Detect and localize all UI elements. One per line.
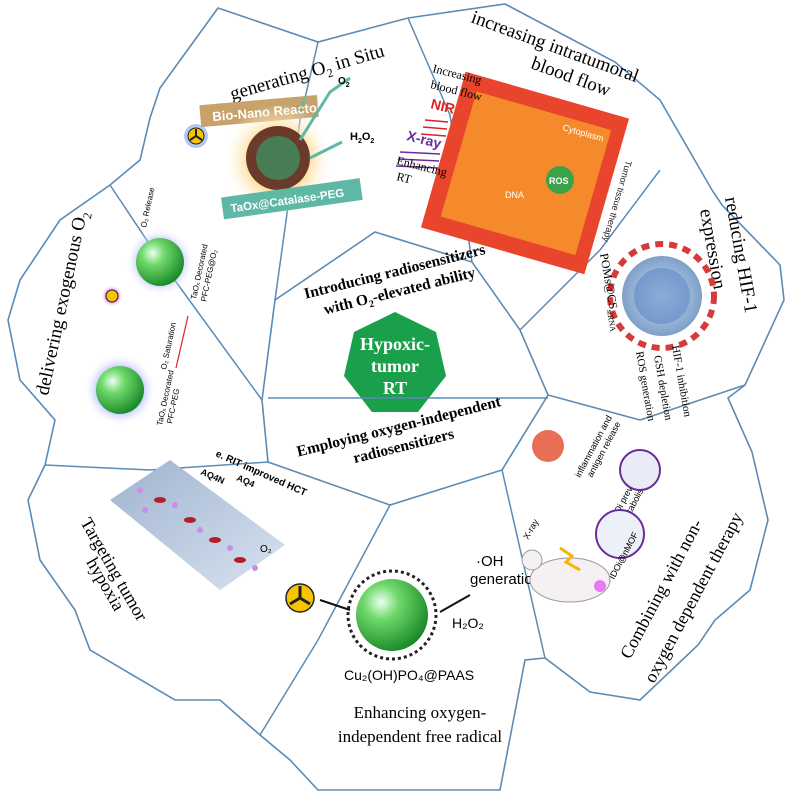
pom-core — [634, 268, 690, 324]
hif-sirna-ring — [607, 241, 717, 351]
oh-label-2: generation — [470, 571, 541, 588]
ros-label: ROS — [549, 176, 569, 186]
center-hexagon — [344, 312, 446, 412]
outer-petal-outline — [7, 3, 785, 791]
free-radical-h2o2: H₂O₂ — [452, 615, 484, 631]
hex-line3: RT — [383, 378, 407, 398]
o2-saturation-label: O₂ Saturation — [159, 322, 178, 371]
hex-line2: tumor — [371, 356, 419, 376]
section-blood-flow: increasing intratumoral blood flow ROS C… — [395, 7, 642, 275]
section-targeting-hypoxia: Targeting tumor hypoxia e. RIT improved … — [77, 449, 309, 625]
section-o2-in-situ: generating O2 in Situ Bio-Nano Reactors … — [184, 41, 387, 220]
saturation-arrow — [175, 315, 189, 369]
taox-catalase-tag — [220, 178, 363, 220]
enhancing-rt-label-2: RT — [395, 169, 413, 186]
xray-label: X-ray — [405, 127, 443, 151]
drug-particles — [137, 487, 258, 571]
aq4n-label: AQ4N — [199, 467, 226, 486]
nir-rays — [420, 119, 449, 137]
xray-rays — [395, 151, 441, 169]
mouse-head — [521, 549, 543, 571]
tumor-cell-inner — [440, 91, 612, 256]
section-combining: Combining with non- oxygen dependent the… — [521, 414, 747, 686]
blood-vessel — [110, 460, 285, 590]
nmof-zoom-circle — [595, 509, 645, 559]
hex-line1: Hypoxic- — [360, 334, 430, 354]
inflammation-burst — [532, 430, 564, 462]
section-exogenous-o2: delivering exogenous O2 O₂ Release TaOₓ … — [32, 186, 219, 426]
np2-ball — [96, 366, 144, 414]
hif1-title-line1: reducing HIF-1 — [720, 195, 761, 315]
np1-radiation-icon — [105, 289, 119, 303]
exogenous-title: delivering exogenous O2 — [32, 209, 94, 397]
combining-xray-label: X-ray — [521, 517, 541, 541]
section-free-radical: Enhancing oxygen- independent free radic… — [285, 553, 541, 746]
xray-bolt — [559, 546, 581, 572]
targeting-o2-label: O₂ — [260, 544, 272, 555]
cu-particle-label: Cu₂(OH)PO₄@PAAS — [344, 667, 474, 683]
radiation-icon-blades — [189, 129, 203, 141]
nir-label: NIR — [429, 95, 456, 116]
h2o2-label: H2O2 — [350, 131, 374, 145]
free-radical-arrow-out — [439, 594, 471, 613]
dna-label: DNA — [505, 190, 524, 200]
cu-particle-spikes — [346, 569, 438, 661]
ros-burst — [546, 166, 574, 194]
o2-label: O2 — [338, 76, 350, 89]
np1-ball — [136, 238, 184, 286]
o2-release-label: O₂ Release — [139, 186, 156, 228]
h2o2-arrow — [309, 140, 343, 160]
free-radical-arrow-in — [319, 599, 351, 611]
red-blood-cells — [154, 497, 246, 563]
oh-label-1: ·OH — [476, 553, 504, 570]
free-radical-radiation-blades — [289, 586, 311, 606]
mouse-tumor — [594, 580, 606, 592]
ido-zoom-circle — [619, 449, 661, 491]
reactor-core — [256, 136, 300, 180]
cu-particle — [356, 579, 428, 651]
free-radical-title-line1: Enhancing oxygen- — [354, 703, 487, 722]
free-radical-title-line2: independent free radical — [338, 727, 503, 746]
o2-arrow — [298, 76, 351, 141]
